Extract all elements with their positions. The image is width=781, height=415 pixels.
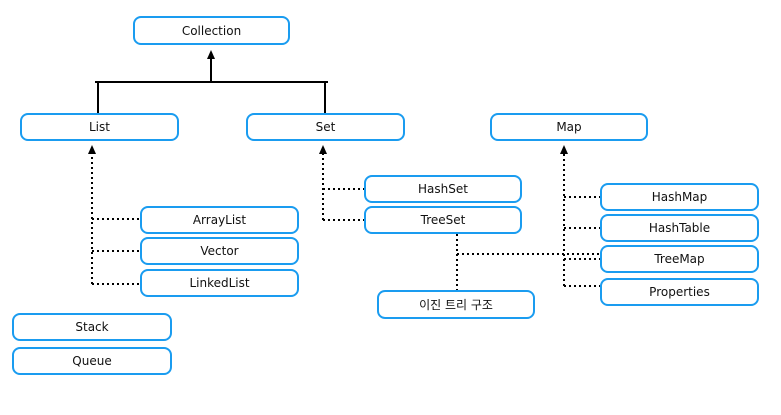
node-queue-label: Queue (72, 354, 112, 368)
node-linkedlist-label: LinkedList (189, 276, 250, 290)
node-collection: Collection (133, 16, 290, 45)
node-stack: Stack (12, 313, 172, 341)
node-map: Map (490, 113, 648, 141)
node-set: Set (246, 113, 405, 141)
node-hashtable: HashTable (600, 214, 759, 242)
node-stack-label: Stack (75, 320, 109, 334)
node-arraylist-label: ArrayList (192, 213, 247, 227)
dotted-map-lines (560, 145, 600, 287)
node-hashset-label: HashSet (418, 182, 468, 196)
node-list-label: List (89, 120, 110, 134)
node-properties: Properties (600, 278, 759, 306)
node-treemap-label: TreeMap (654, 252, 705, 266)
node-set-label: Set (315, 120, 336, 134)
node-hashtable-label: HashTable (648, 221, 711, 235)
node-binary-tree: 이진 트리 구조 (377, 290, 535, 319)
node-hashset: HashSet (364, 175, 522, 203)
node-vector: Vector (140, 237, 299, 265)
dotted-set-lines (319, 145, 600, 290)
node-queue: Queue (12, 347, 172, 375)
node-arraylist: ArrayList (140, 206, 299, 234)
node-treeset: TreeSet (364, 206, 522, 234)
node-hashmap-label: HashMap (651, 190, 708, 204)
node-properties-label: Properties (649, 285, 710, 299)
node-collection-label: Collection (181, 23, 242, 38)
dotted-list-lines (88, 145, 140, 285)
node-treemap: TreeMap (600, 245, 759, 273)
node-list: List (20, 113, 179, 141)
node-binary-tree-label: 이진 트리 구조 (419, 298, 493, 312)
solid-inheritance-lines (95, 50, 328, 113)
node-map-label: Map (556, 120, 582, 134)
node-vector-label: Vector (200, 244, 239, 258)
node-treeset-label: TreeSet (420, 213, 466, 227)
node-hashmap: HashMap (600, 183, 759, 211)
node-linkedlist: LinkedList (140, 269, 299, 297)
